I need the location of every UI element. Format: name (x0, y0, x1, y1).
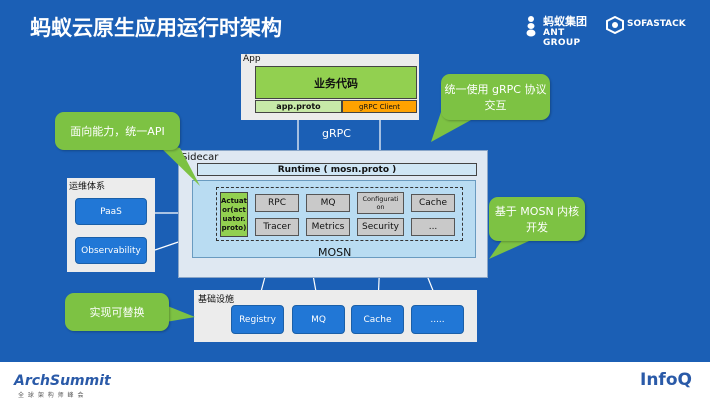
module-mq: MQ (306, 194, 350, 212)
archsummit-subtitle: 全 球 架 构 师 峰 会 (18, 392, 85, 399)
sofastack-text: SOFASTACK (627, 19, 686, 29)
infra-more: ..... (411, 305, 464, 334)
mosn-label: MOSN (318, 246, 352, 259)
footer: ArchSummit 全 球 架 构 师 峰 会 InfoQ (0, 362, 710, 400)
module-configuration: Configurati on (357, 192, 404, 214)
grpc-client-box: gRPC Client (342, 100, 417, 113)
callout-bubble: 实现可替换 (65, 293, 169, 331)
module-cache: Cache (411, 194, 455, 212)
callout-bubble: 基于 MOSN 内核开发 (489, 197, 585, 241)
app-label: App (243, 54, 261, 64)
slide-title: 蚂蚁云原生应用运行时架构 (30, 16, 282, 40)
module-more: ... (411, 218, 455, 236)
callout-unified-grpc: 统一使用 gRPC 协议交互 (431, 74, 550, 144)
runtime-box: Runtime ( mosn.proto ) (197, 163, 477, 176)
infoq-logo: InfoQ (640, 370, 692, 390)
module-tracer: Tracer (255, 218, 299, 236)
mosn-modules-group (216, 187, 463, 241)
ant-group-cn: 蚂蚁集团 (543, 15, 587, 28)
sidecar-label: Sidecar (181, 152, 219, 163)
callout-bubble: 面向能力，统一API (55, 112, 180, 150)
ant-group-en: ANT GROUP (543, 28, 581, 48)
app-proto-box: app.proto (255, 100, 342, 113)
module-rpc: RPC (255, 194, 299, 212)
archsummit-logo: ArchSummit (14, 373, 111, 389)
callout-bubble: 统一使用 gRPC 协议交互 (441, 74, 550, 120)
paas-box: PaaS (75, 198, 147, 225)
callout-api-facing: 面向能力，统一API (55, 112, 200, 188)
callout-replaceable: 实现可替换 (65, 293, 195, 333)
module-metrics: Metrics (306, 218, 350, 236)
infra-mq: MQ (292, 305, 345, 334)
actuator-box: Actuat or(act uator. proto) (220, 192, 248, 237)
infra-cache: Cache (351, 305, 404, 334)
grpc-label: gRPC (322, 127, 351, 140)
callout-based-on-mosn: 基于 MOSN 内核开发 (489, 197, 589, 259)
infra-registry: Registry (231, 305, 284, 334)
module-security: Security (357, 218, 404, 236)
ops-label: 运维体系 (69, 182, 106, 192)
infra-label: 基础设施 (198, 295, 235, 305)
ant-icon (526, 16, 536, 37)
sofastack-icon (606, 16, 624, 34)
sofastack-logo: SOFASTACK (606, 12, 706, 42)
business-code-box: 业务代码 (255, 66, 417, 99)
callout-pointer (155, 142, 200, 186)
ant-group-logo: 蚂蚁集团 ANT GROUP (523, 12, 601, 48)
observability-box: Observability (75, 237, 147, 264)
